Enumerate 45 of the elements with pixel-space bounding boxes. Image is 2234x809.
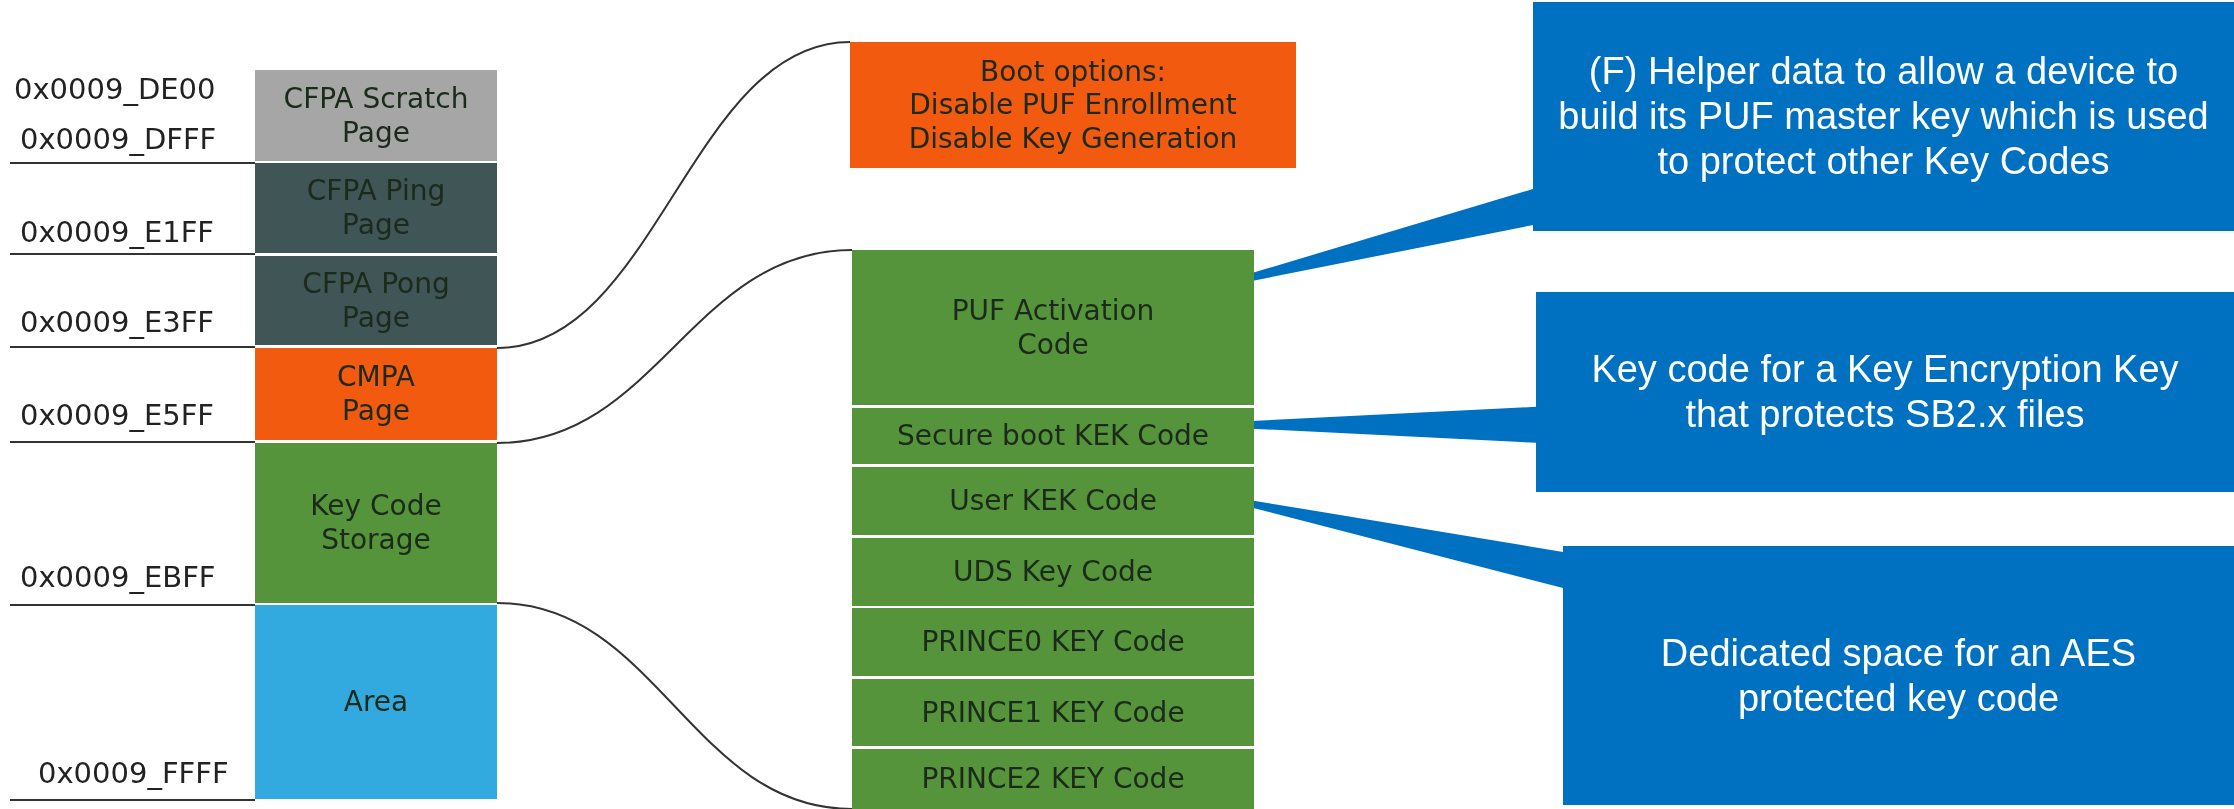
address-label: 0x0009_FFFF — [10, 756, 255, 801]
connector-line — [496, 249, 853, 444]
memory-region — [255, 163, 497, 253]
boot-options-box — [850, 42, 1296, 168]
address-label: 0x0009_EBFF — [10, 560, 255, 606]
memory-region — [255, 70, 497, 161]
region-label: Disable PUF Enrollment Disable Key Generation — [907, 88, 1239, 156]
key-code-slot — [852, 679, 1254, 746]
region-label: PUF Activation Code — [950, 293, 1156, 362]
region-label: CFPA Ping Page — [305, 174, 447, 242]
region-label: Area — [342, 685, 410, 719]
region-label: PRINCE1 KEY Code — [921, 695, 1185, 730]
callout-text: (F) Helper data to allow a device to build its PUF master key which is used to protect other Key Codes — [1557, 49, 2210, 184]
callout-text: Key code for a Key Encryption Key that protects SB2.x files — [1590, 347, 2180, 437]
memory-region — [255, 443, 497, 603]
callout-box — [1533, 2, 2234, 231]
key-code-slot — [852, 467, 1254, 535]
key-code-slot — [852, 749, 1254, 809]
region-label: Secure boot KEK Code — [896, 419, 1210, 453]
address-label: 0x0009_E3FF — [10, 305, 255, 348]
region-label: CFPA Scratch Page — [282, 81, 470, 150]
region-label: CFPA Pong Page — [301, 266, 451, 335]
key-code-slot — [852, 250, 1254, 405]
address-label: 0x0009_E1FF — [10, 215, 255, 255]
callout-box — [1536, 292, 2234, 492]
callout-text: Dedicated space for an AES protected key code — [1659, 630, 2138, 721]
region-label: User KEK Code — [949, 484, 1157, 518]
region-label: Key Code Storage — [309, 489, 443, 557]
region-label: Boot options: — [979, 54, 1167, 89]
memory-region — [255, 348, 497, 440]
region-label: CMPA Page — [336, 360, 416, 428]
memory-region — [255, 256, 497, 345]
key-code-slot — [852, 538, 1254, 606]
region-label: PRINCE0 KEY Code — [921, 625, 1185, 659]
callout-box — [1563, 546, 2234, 805]
region-label: PRINCE2 KEY Code — [921, 762, 1185, 796]
memory-region — [255, 605, 497, 799]
address-label: 0x0009_E5FF — [10, 398, 255, 443]
region-label: UDS Key Code — [952, 555, 1154, 589]
key-code-slot — [852, 408, 1254, 464]
address-label: 0x0009_DE00 — [14, 72, 216, 106]
key-code-slot — [852, 608, 1254, 676]
address-label: 0x0009_DFFF — [10, 122, 255, 164]
connector-line — [496, 41, 851, 349]
connector-line — [496, 602, 853, 809]
